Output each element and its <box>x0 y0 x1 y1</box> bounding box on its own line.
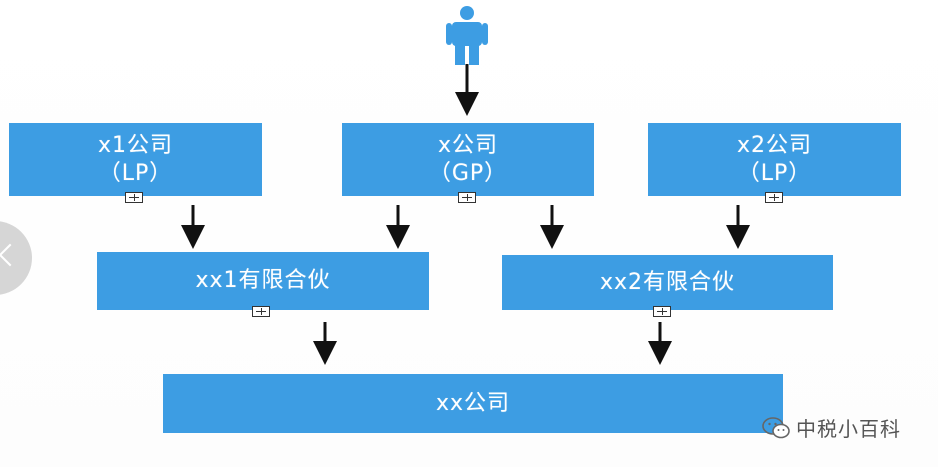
expand-icon[interactable] <box>765 192 783 203</box>
node-x1-role: （LP） <box>98 160 173 186</box>
watermark-text: 中税小百科 <box>796 417 901 441</box>
node-x2-role: （LP） <box>737 160 812 186</box>
person-icon <box>446 6 488 65</box>
node-xx1-name: xx1有限合伙 <box>195 268 331 293</box>
expand-icon[interactable] <box>252 306 270 317</box>
wechat-icon <box>762 416 790 438</box>
expand-icon[interactable] <box>653 306 671 317</box>
node-x-company: x公司 （GP） <box>342 123 594 196</box>
expand-icon[interactable] <box>458 192 476 203</box>
node-x1-company: x1公司 （LP） <box>9 123 262 196</box>
node-x-role: （GP） <box>428 160 508 186</box>
node-xx-company: xx公司 <box>163 374 783 433</box>
expand-icon[interactable] <box>125 192 143 203</box>
node-x-name: x公司 <box>437 132 499 158</box>
node-xx-name: xx公司 <box>435 390 511 416</box>
node-x1-name: x1公司 <box>97 132 174 158</box>
node-xx1-partnership: xx1有限合伙 <box>97 252 429 310</box>
node-xx2-name: xx2有限合伙 <box>599 269 736 295</box>
node-xx2-partnership: xx2有限合伙 <box>502 255 833 310</box>
node-x2-company: x2公司 （LP） <box>648 123 901 196</box>
watermark: 中税小百科 <box>762 413 901 442</box>
node-x2-name: x2公司 <box>736 132 813 158</box>
chevron-left-icon <box>0 243 22 267</box>
